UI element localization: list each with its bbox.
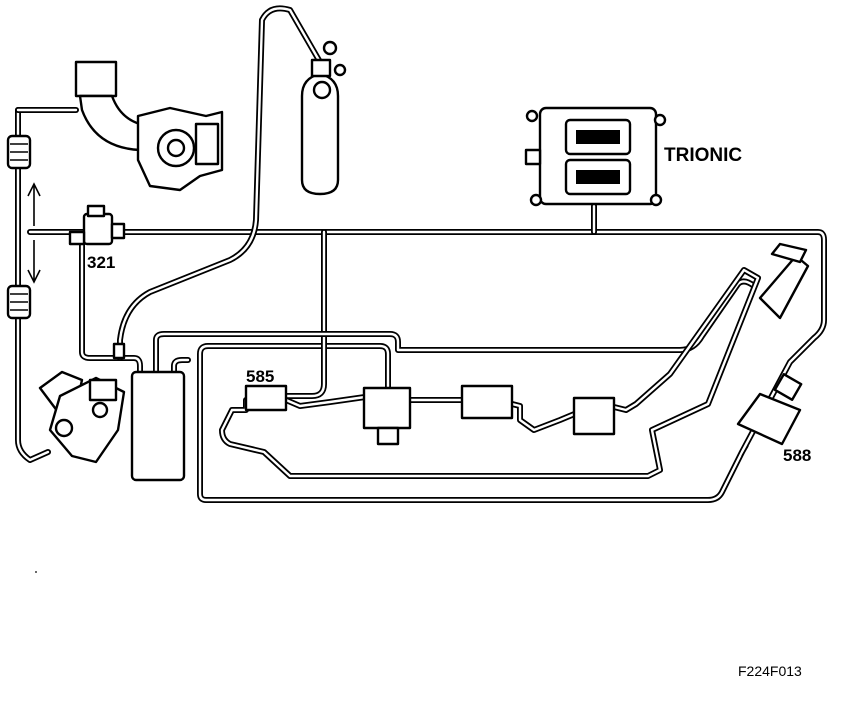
throttle-body-icon [38,370,126,464]
tank-pump-unit [244,384,616,446]
hose-network [15,5,827,503]
gas-cylinder-icon [300,40,347,196]
filler-neck [758,242,810,320]
canister-icon [130,370,186,482]
double-arrow-icon [27,182,41,284]
fuel-tank [219,267,761,479]
part-588-label: 588 [783,446,812,465]
turbocharger-icon [74,60,224,192]
coil-icon [6,134,32,320]
connector-icon [112,342,126,360]
stray-dot [35,571,37,573]
hose-canister-top [153,278,757,375]
ecu-label: TRIONIC [664,145,743,166]
part-585-label: 585 [246,367,275,386]
hose-to-585 [283,229,327,399]
solenoid-valve-icon [68,204,126,246]
ecu-module-icon [524,106,667,207]
valve-321-label: 321 [87,253,116,272]
figure-code: F224F013 [738,663,802,679]
canister-valve-588 [736,373,803,457]
